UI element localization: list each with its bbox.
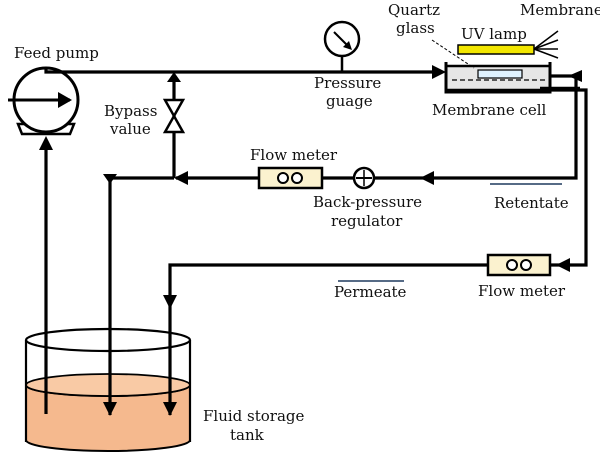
pressure-gauge-label-line1: Pressure [314,74,381,92]
bypass-valve [162,98,186,134]
return-junction-arrow-icon [174,171,188,185]
pressure-gauge [323,20,361,72]
flow-meter-top [257,166,324,190]
tank-return-bottom-arrow-icon [103,402,117,416]
flow-meter-top-body [257,166,324,190]
back-pressure-regulator [352,166,376,190]
flow-meter-bottom-rotor-right-icon [520,259,532,271]
flow-meter-top-rotor-left-icon [277,172,289,184]
fluid-tank-label-line2: tank [230,426,265,444]
membrane-cell-label: Membrane cell [432,101,547,119]
permeate-line-pipe [168,88,588,415]
feed-arrow-icon [432,65,446,79]
back-pressure-label-line2: regulator [331,212,403,230]
retentate-out-arrow-icon [568,70,582,82]
membrane-label: Membrane [520,1,600,19]
retentate-arrow-icon [420,171,434,185]
fluid-surface [25,373,191,397]
permeate-label: Permeate [334,283,407,301]
flow-meter-bottom-rotor-left-icon [506,259,518,271]
permeate-arrow-icon [556,258,570,272]
bypass-label-line2: value [109,120,151,138]
flow-meter-bottom-body [486,253,552,277]
uv-lamp-label: UV lamp [461,25,527,43]
feed-pump [8,66,80,136]
back-pressure-label-line1: Back-pressure [313,193,422,211]
feed-pump-label: Feed pump [14,44,99,62]
permeate-down-arrow-icon [163,295,177,309]
valve-lower-triangle-icon [162,113,186,134]
flow-meter-bottom-label: Flow meter [478,282,566,300]
retentate-label: Retentate [494,194,569,212]
pressure-gauge-label-line2: guage [326,92,373,110]
flow-meter-top-rotor-right-icon [291,172,303,184]
quartz-label-line1: Quartz [388,1,440,19]
permeate-tank-arrow-icon [163,402,177,416]
quartz-pointer [431,39,475,69]
feed-line-pipe [44,68,436,74]
tank-return-top-arrow-icon [103,174,117,184]
fluid-tank-label-line1: Fluid storage [203,407,305,425]
uv-lamp-tube [457,44,535,55]
valve-upper-triangle-icon [162,98,186,119]
junction-arrow-icon [167,72,181,82]
flow-meter-bottom [486,253,552,277]
fluid-storage-tank [24,327,192,452]
retentate-line-pipe [176,74,578,180]
tank-rim [24,327,192,353]
bypass-label-line1: Bypass [104,102,157,120]
pump-arrowhead-icon [58,92,72,108]
suction-arrow-icon [39,136,53,150]
quartz-label-line2: glass [396,19,435,37]
flow-meter-top-label: Flow meter [250,146,338,164]
membrane-cable-fan-icon [533,30,559,59]
quartz-window [477,69,523,79]
membrane-cell [444,62,580,94]
